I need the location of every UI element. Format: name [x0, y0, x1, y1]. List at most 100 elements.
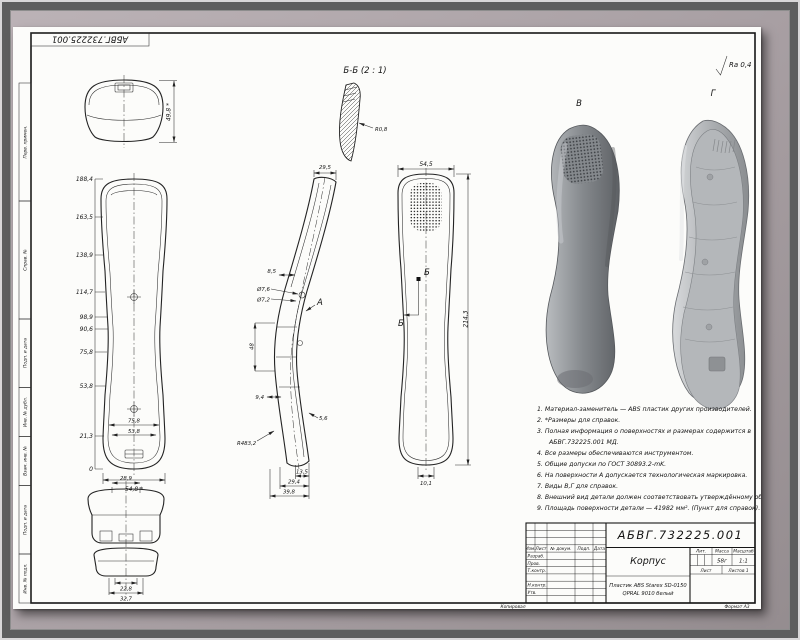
section-bb-detail: Б-Б (2 : 1) R0,8: [339, 66, 388, 162]
margin-label: Справ. №: [23, 249, 29, 271]
feature-width-dim: 75,8: [128, 419, 141, 425]
speaker-grid: [410, 183, 442, 231]
side-offset-dim: 8,5: [267, 269, 276, 275]
tb-material-line1: Пластик ABS Starex SD-0150: [609, 583, 687, 589]
tb-row-label: Разраб.: [528, 554, 545, 560]
roughness-icon: [715, 55, 728, 76]
feature-width-dim: 53,8: [128, 429, 141, 435]
top-view-height-dim: 49,8 *: [166, 103, 173, 121]
notes-block: 1. Материал-заменитель — ABS пластик дру…: [537, 406, 761, 512]
margin-label: Подп. и дата: [23, 338, 29, 368]
margin-label: Подп. и дата: [23, 505, 29, 535]
format-note: Формат A3: [724, 604, 749, 609]
tb-lit-label: Лит.: [695, 549, 706, 555]
iso-front-label: В: [576, 99, 582, 109]
drawing-canvas: АБВГ.732225.001 Перв. примен. Справ. № П…: [18, 32, 761, 609]
tb-header-col: Дата: [593, 546, 605, 552]
tb-header-col: Изм.: [525, 546, 535, 552]
tb-row-label: Н.контр.: [528, 583, 547, 589]
side-radius-dim: R483,2: [237, 441, 257, 447]
front-view: 188,4 163,5 138,9 114,7 98,9 90,6 75,8 5…: [76, 173, 168, 493]
radius-label: R0,8: [375, 127, 388, 133]
face-view: Б Б 54,5 214,3 10,1: [397, 161, 471, 487]
stack-dim-zero: 0: [89, 466, 93, 473]
side-bottom-dim: 13,5: [296, 470, 309, 476]
stack-dim: 138,9: [76, 252, 93, 259]
note-line: АБВГ.732225.001 МД.: [548, 439, 619, 446]
note-line: 3. Полная информация о поверхностях и ра…: [537, 428, 751, 435]
side-span-dim: 48: [250, 343, 256, 350]
tb-header-col: Лист: [535, 546, 547, 552]
tb-sheets-value: Листов 1: [727, 568, 748, 574]
top-designation-text: АБВГ.732225.001: [52, 34, 129, 44]
surface-finish-text: Ra 0,4: [729, 61, 752, 69]
surface-finish-mark: Ra 0,4: [715, 55, 752, 76]
note-line: 6. На поверхности А допускается технолог…: [537, 472, 747, 479]
side-bottom-dim: 39,8: [283, 490, 296, 496]
top-designation-stamp: АБВГ.732225.001: [30, 32, 150, 47]
title-block: Изм. Лист № докум. Подп. Дата Разраб. Пр…: [525, 522, 756, 604]
margin-label: Инв. № подл.: [23, 563, 29, 593]
iso-front-speaker: [560, 134, 604, 184]
tb-row-label: Утв.: [528, 590, 537, 596]
side-dia-outer: Ø7,6: [256, 286, 270, 293]
bottom-views: 28,9 22,8 32,7: [87, 476, 165, 603]
margin-label: Инв. № дубл.: [23, 397, 29, 427]
iso-front-body: [545, 124, 620, 394]
tb-header-col: Подп.: [577, 546, 590, 552]
section-profile: [339, 82, 361, 162]
top-view: 49,8 *: [84, 75, 177, 148]
iso-back-label: Г: [711, 89, 717, 99]
section-b-label: Б: [398, 319, 404, 329]
tb-scale-value: 1:1: [739, 559, 748, 565]
drawing-frame: [30, 32, 756, 604]
note-line: 2. *Размеры для справок.: [537, 417, 620, 424]
face-top-width: 54,5: [419, 161, 433, 168]
note-line: 1. Материал-заменитель — ABS пластик дру…: [537, 406, 752, 413]
face-height-dim: 214,3: [463, 310, 470, 327]
stack-dim: 98,9: [80, 314, 94, 321]
section-b-label: Б: [424, 268, 430, 278]
stack-dim: 53,8: [80, 383, 94, 390]
note-line: 7. Виды В,Г для справок.: [537, 483, 618, 490]
tb-mass-value: 58г: [717, 559, 727, 565]
copied-note: Копировал: [500, 604, 525, 609]
side-top-width: 29,5: [319, 165, 332, 171]
face-bottom-dim: 10,1: [420, 481, 432, 487]
side-view: 29,5 8,5 Ø7,6 Ø7,2 48 9,4 R483,2 5,6 А: [237, 165, 337, 499]
side-dia-inner: Ø7,2: [256, 297, 270, 304]
stack-dim: 188,4: [76, 176, 93, 183]
margin-label: Перв. примен.: [23, 126, 29, 159]
tb-scale-label: Масштаб: [733, 549, 754, 555]
tb-row-label: Т.контр.: [528, 568, 547, 574]
bottom-width-dim: 32,7: [120, 597, 133, 603]
note-line: 8. Внешний вид детали должен соответство…: [537, 493, 761, 501]
stack-dim: 163,5: [76, 214, 93, 221]
note-line: 9. Площадь поверхности детали — 41982 мм…: [537, 505, 760, 512]
tb-designation: АБВГ.732225.001: [617, 528, 744, 542]
side-wall-dim: 9,4: [255, 395, 264, 401]
bottom-width-dim: 22,8: [120, 587, 133, 593]
note-line: 5. Общие допуски по ГОСТ 30893.2-mK.: [537, 460, 666, 468]
section-bb-title: Б-Б (2 : 1): [343, 66, 386, 76]
bottom-top-width: 28,9: [120, 476, 133, 482]
iso-view-front: В: [545, 99, 620, 394]
drawing-sheet: АБВГ.732225.001 Перв. примен. Справ. № П…: [13, 27, 761, 609]
side-depth-dim: 5,6: [319, 416, 328, 422]
note-line: 4. Все размеры обеспечиваются инструмент…: [537, 449, 693, 457]
tb-mass-label: Масса: [715, 549, 729, 555]
side-bottom-dim: 29,4: [288, 480, 301, 486]
surface-a-label: А: [316, 298, 323, 308]
iso-back-cavity: [680, 129, 744, 410]
tb-sheet-label: Лист: [700, 568, 712, 574]
margin-boxes: Перв. примен. Справ. № Подп. и дата Инв.…: [18, 82, 32, 604]
stack-dim: 75,8: [80, 349, 94, 356]
tb-material-line2: QPRAL 9010 белый: [623, 591, 675, 597]
iso-view-back: Г: [672, 89, 749, 410]
stack-dim: 114,7: [76, 289, 93, 296]
tb-part-name: Корпус: [630, 556, 666, 567]
stack-dim: 21,3: [80, 433, 94, 440]
margin-label: Взам. инв. №: [23, 446, 29, 476]
tb-row-label: Пров.: [528, 561, 541, 567]
